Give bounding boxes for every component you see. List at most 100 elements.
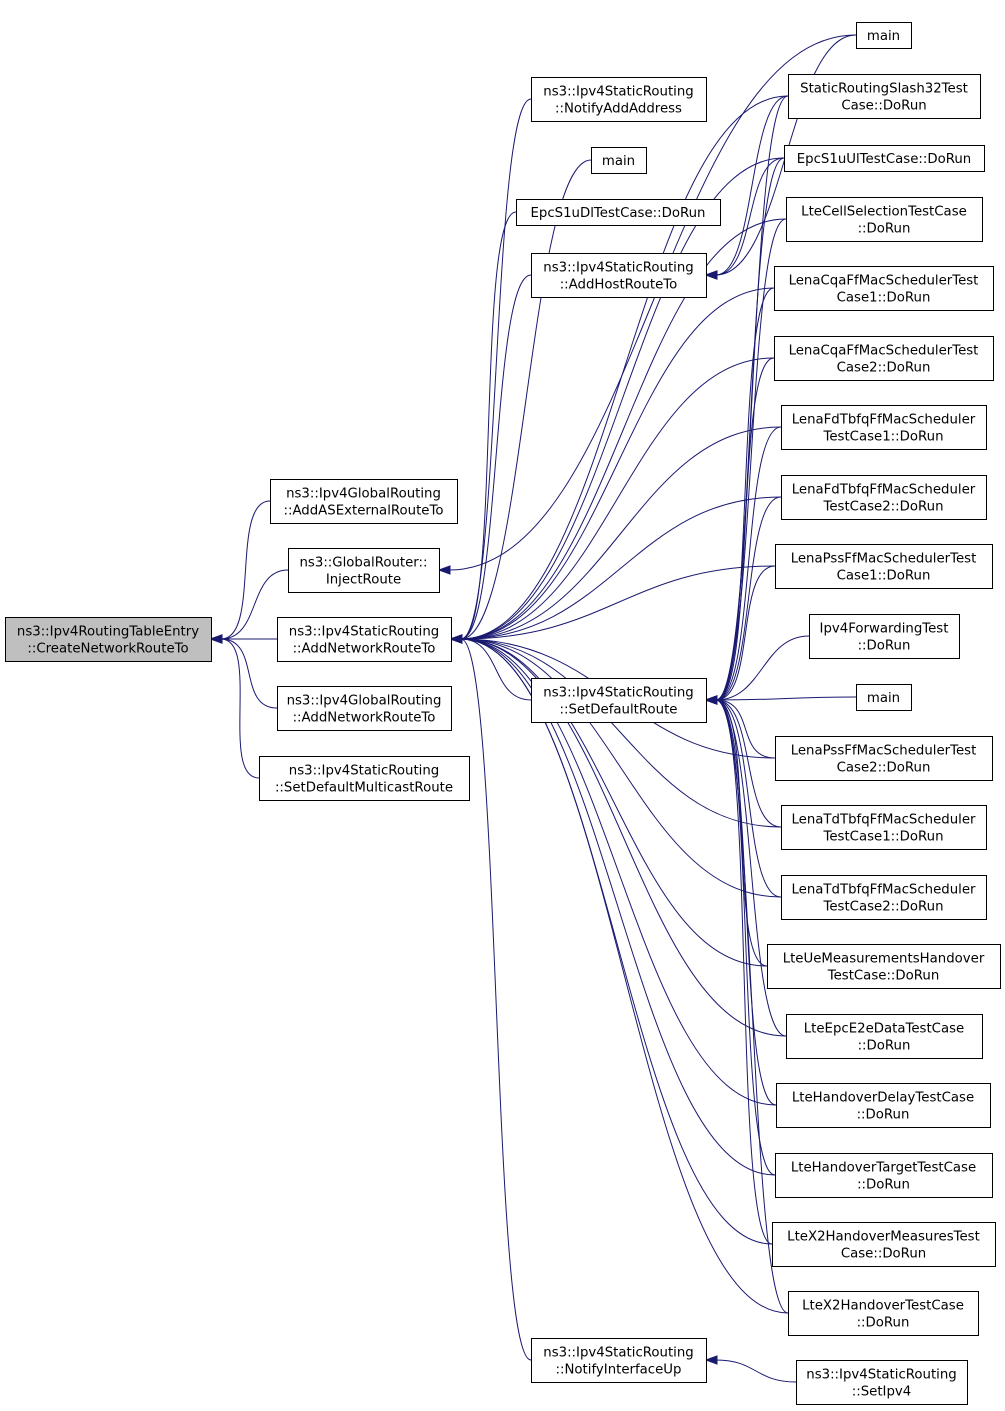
node-epce2e[interactable]: LteEpcE2eDataTestCase::DoRun xyxy=(786,1014,983,1059)
node-label: ns3::GlobalRouter:: xyxy=(300,556,428,571)
node-label: ns3::Ipv4StaticRouting xyxy=(543,686,693,701)
node-gr-addasext[interactable]: ns3::Ipv4GlobalRouting::AddASExternalRou… xyxy=(270,479,458,524)
node-sr-notifyaddaddr[interactable]: ns3::Ipv4StaticRouting::NotifyAddAddress xyxy=(531,77,707,122)
node-box[interactable] xyxy=(788,74,981,119)
node-label: ::DoRun xyxy=(857,1178,910,1193)
call-edge xyxy=(715,635,810,701)
node-sr-notifyifup[interactable]: ns3::Ipv4StaticRouting::NotifyInterfaceU… xyxy=(531,1338,707,1383)
node-label: ::DoRun xyxy=(858,222,911,237)
node-box[interactable] xyxy=(786,197,983,242)
node-box[interactable] xyxy=(784,145,985,172)
node-box[interactable] xyxy=(5,617,212,662)
node-box[interactable] xyxy=(781,875,987,920)
node-box[interactable] xyxy=(277,686,452,731)
node-epc-dl[interactable]: EpcS1uDlTestCase::DoRun xyxy=(516,199,721,226)
node-label: StaticRoutingSlash32Test xyxy=(800,82,968,97)
node-label: ns3::Ipv4StaticRouting xyxy=(543,1346,693,1361)
node-box[interactable] xyxy=(809,614,960,659)
node-sr-addhost[interactable]: ns3::Ipv4StaticRouting::AddHostRouteTo xyxy=(531,253,707,298)
node-box[interactable] xyxy=(786,1014,983,1059)
call-edge xyxy=(460,274,532,640)
node-box[interactable] xyxy=(259,756,470,801)
arrowhead xyxy=(704,270,718,280)
node-box[interactable] xyxy=(270,479,458,524)
node-hodelay[interactable]: LteHandoverDelayTestCase::DoRun xyxy=(776,1083,991,1128)
node-box[interactable] xyxy=(531,253,707,298)
node-x2ho[interactable]: LteX2HandoverTestCase::DoRun xyxy=(788,1291,979,1336)
node-gr-addnetwork[interactable]: ns3::Ipv4GlobalRouting::AddNetworkRouteT… xyxy=(277,686,452,731)
node-box[interactable] xyxy=(781,475,987,520)
call-edge xyxy=(460,357,775,640)
node-box[interactable] xyxy=(531,1338,707,1383)
node-ipv4fwd[interactable]: Ipv4ForwardingTest::DoRun xyxy=(809,614,960,659)
node-box[interactable] xyxy=(277,617,452,662)
node-lte-cellsel[interactable]: LteCellSelectionTestCase::DoRun xyxy=(786,197,983,242)
node-label: LteHandoverDelayTestCase xyxy=(792,1091,974,1106)
node-label: main xyxy=(867,691,900,706)
node-box[interactable] xyxy=(781,805,987,850)
call-edge xyxy=(460,157,785,640)
node-box[interactable] xyxy=(781,405,987,450)
node-box[interactable] xyxy=(531,77,707,122)
node-main-right[interactable]: main xyxy=(856,684,912,711)
call-edge xyxy=(220,569,289,640)
node-box[interactable] xyxy=(775,1153,993,1198)
node-main-mid[interactable]: main xyxy=(591,147,647,174)
call-edge xyxy=(715,699,782,828)
node-box[interactable] xyxy=(288,548,440,593)
node-box[interactable] xyxy=(775,736,993,781)
node-main-top[interactable]: main xyxy=(856,22,912,49)
call-edge xyxy=(715,1359,797,1383)
node-root[interactable]: ns3::Ipv4RoutingTableEntry::CreateNetwor… xyxy=(5,617,212,662)
call-edge xyxy=(460,565,776,640)
node-label: main xyxy=(602,154,635,169)
node-box[interactable] xyxy=(856,22,912,49)
node-box[interactable] xyxy=(516,199,721,226)
node-box[interactable] xyxy=(856,684,912,711)
node-box[interactable] xyxy=(591,147,647,174)
node-sr-addnetwork[interactable]: ns3::Ipv4StaticRouting::AddNetworkRouteT… xyxy=(277,617,452,662)
call-edge xyxy=(715,357,775,701)
node-box[interactable] xyxy=(774,336,994,381)
call-edge xyxy=(460,638,773,1245)
node-label: Case1::DoRun xyxy=(837,569,931,584)
node-box[interactable] xyxy=(776,1083,991,1128)
node-box[interactable] xyxy=(796,1360,968,1405)
call-edge xyxy=(715,699,776,1176)
node-epc-ul[interactable]: EpcS1uUlTestCase::DoRun xyxy=(784,145,985,172)
call-edge xyxy=(715,287,775,701)
call-edge xyxy=(460,218,787,640)
call-edge xyxy=(460,638,782,828)
call-edge xyxy=(715,95,789,276)
call-edge xyxy=(715,699,773,1245)
node-label: ::SetIpv4 xyxy=(852,1385,912,1400)
node-box[interactable] xyxy=(772,1222,996,1267)
node-label: ns3::Ipv4StaticRouting xyxy=(543,85,693,100)
node-sr-setdefault[interactable]: ns3::Ipv4StaticRouting::SetDefaultRoute xyxy=(531,678,707,723)
node-box[interactable] xyxy=(531,678,707,723)
node-box[interactable] xyxy=(767,944,1001,989)
node-box[interactable] xyxy=(775,544,993,589)
node-label: LenaCqaFfMacSchedulerTest xyxy=(789,344,979,359)
node-hotarget[interactable]: LteHandoverTargetTestCase::DoRun xyxy=(775,1153,993,1198)
node-label: EpcS1uUlTestCase::DoRun xyxy=(797,152,971,167)
node-label: LenaTdTbfqFfMacScheduler xyxy=(791,813,976,828)
call-edge xyxy=(460,638,782,898)
node-sr-setdefaultmc[interactable]: ns3::Ipv4StaticRouting::SetDefaultMultic… xyxy=(259,756,470,801)
node-sr-setipv4[interactable]: ns3::Ipv4StaticRouting::SetIpv4 xyxy=(796,1360,968,1405)
node-globalrouter-inject[interactable]: ns3::GlobalRouter::InjectRoute xyxy=(288,548,440,593)
call-edge xyxy=(715,426,782,701)
node-box[interactable] xyxy=(774,266,994,311)
node-box[interactable] xyxy=(788,1291,979,1336)
